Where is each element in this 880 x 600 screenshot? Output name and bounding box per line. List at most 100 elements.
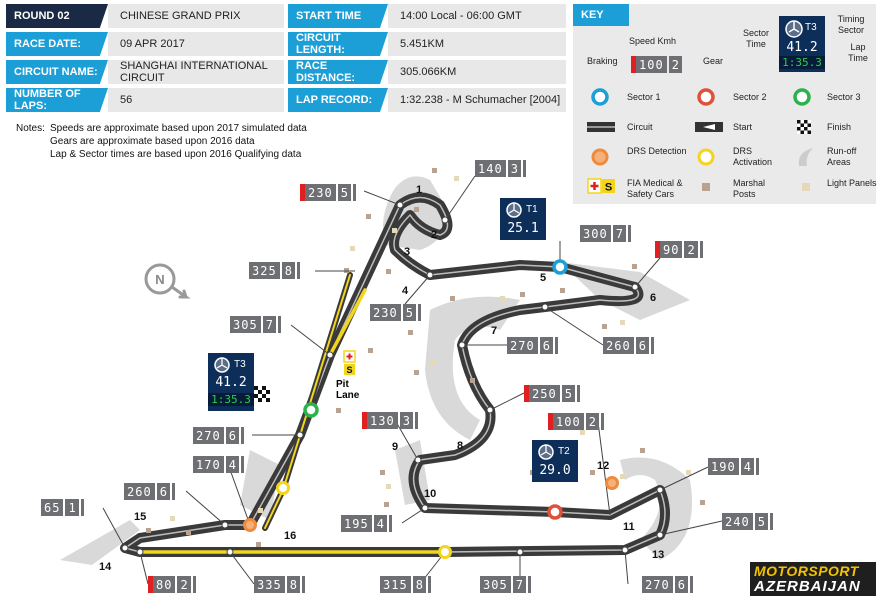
legend-sector-value: 41.2 xyxy=(786,40,818,55)
note-line: Gears are approximate based upon 2016 da… xyxy=(50,136,255,147)
speed-value: 130 xyxy=(367,412,398,429)
runoff-area xyxy=(425,296,520,440)
legend-sector3: Sector 3 xyxy=(827,92,861,102)
gear-value: 2 xyxy=(585,413,599,430)
speed-value: 270 xyxy=(193,427,224,444)
speed-value: 315 xyxy=(380,576,411,593)
safety-car-label: S xyxy=(346,365,352,375)
drs-detection-marker xyxy=(605,476,619,490)
speed-value: 190 xyxy=(708,458,739,475)
braking-bar xyxy=(631,56,636,73)
gear-value: 8 xyxy=(286,576,300,593)
circuit-name-label: CIRCUIT NAME: xyxy=(6,60,108,84)
laps-label: NUMBER OF LAPS: xyxy=(6,88,108,112)
runoff-icon xyxy=(798,148,813,166)
turn-number: 12 xyxy=(597,460,610,472)
stopwatch-icon xyxy=(506,202,522,218)
race-distance: 305.066KM xyxy=(388,60,566,84)
legend-timing-sector: Timing Sector xyxy=(837,14,865,35)
turn-number: 6 xyxy=(650,292,657,304)
legend-lap-time: Lap Time xyxy=(848,42,868,63)
gear-value: 5 xyxy=(561,385,575,402)
speed-value: 230 xyxy=(370,304,401,321)
gear-value: 8 xyxy=(281,262,295,279)
speed-value: 300 xyxy=(580,225,611,242)
gear-value: 4 xyxy=(373,515,387,532)
circuit-length-row: CIRCUIT LENGTH: 5.451KM xyxy=(288,32,566,56)
lap-record-row: LAP RECORD: 1:32.238 - M Schumacher [200… xyxy=(288,88,566,112)
runoff-area xyxy=(240,450,280,520)
legend-speed-box: 100 2 xyxy=(631,56,682,73)
runoff-area xyxy=(60,520,140,565)
fia-cars-marker: S xyxy=(343,350,356,375)
gear-value: 2 xyxy=(684,241,698,258)
finish-flag-icon xyxy=(797,120,811,134)
turn-number: 5 xyxy=(540,272,547,284)
legend-fia-cars: FIA Medical & Safety Cars xyxy=(627,178,683,199)
legend-gear-value: 2 xyxy=(668,56,682,73)
speed-value: 270 xyxy=(642,576,673,593)
race-date-row: RACE DATE: 09 APR 2017 xyxy=(6,32,284,56)
notes: Notes:Speeds are approximate based upon … xyxy=(16,122,307,161)
light-panels xyxy=(170,176,691,521)
legend-light-panels: Light Panels xyxy=(827,178,877,188)
notes-heading: Notes: xyxy=(16,123,45,134)
start-time: 14:00 Local - 06:00 GMT xyxy=(388,4,566,28)
race-date-label: RACE DATE: xyxy=(6,32,108,56)
gear-value: 4 xyxy=(740,458,754,475)
gear-value: 6 xyxy=(225,427,239,444)
gear-value: 6 xyxy=(674,576,688,593)
gear-value: 3 xyxy=(507,160,521,177)
speed-value: 250 xyxy=(529,385,560,402)
gear-value: 8 xyxy=(412,576,426,593)
sector-time: 29.0 xyxy=(539,463,571,478)
turn-number: 3 xyxy=(404,246,411,258)
speed-value: 325 xyxy=(249,262,280,279)
sector-time: 41.2 xyxy=(215,375,247,390)
gear-value: 4 xyxy=(225,456,239,473)
turn-number: 8 xyxy=(457,440,464,452)
legend-sector-name: T3 xyxy=(805,22,817,33)
drs-activation-icon xyxy=(697,148,715,166)
lap-record-label: LAP RECORD: xyxy=(288,88,388,112)
turn-number: 14 xyxy=(99,561,112,573)
turn-number: 11 xyxy=(623,521,635,533)
sector1-icon xyxy=(591,88,609,106)
gear-value: 7 xyxy=(262,316,276,333)
legend-speed-kmh: Speed Kmh xyxy=(629,36,677,46)
note-line: Lap & Sector times are based upon 2016 Q… xyxy=(50,149,302,160)
turn-number: 2 xyxy=(431,229,438,241)
track-centerline xyxy=(124,196,666,553)
brand-logo: MOTORSPORT AZERBAIJAN xyxy=(750,562,876,596)
stopwatch-icon xyxy=(214,357,230,373)
legend-runoff: Run-off Areas xyxy=(827,146,857,167)
legend-drs-activation: DRS Activation xyxy=(733,146,773,167)
speed-value: 260 xyxy=(603,337,634,354)
speed-value: 170 xyxy=(193,456,224,473)
gear-value: 1 xyxy=(65,499,79,516)
sector-box-t1: T1 25.1 xyxy=(500,198,546,240)
gear-value: 2 xyxy=(177,576,191,593)
legend-panel: KEY Speed Kmh Braking Gear 100 2 Sector … xyxy=(573,4,877,204)
gear-value: 5 xyxy=(402,304,416,321)
legend-speed-value: 100 xyxy=(636,56,667,73)
laps: 56 xyxy=(108,88,284,112)
speed-value: 240 xyxy=(722,513,753,530)
turn-number: 13 xyxy=(652,549,665,561)
turn-number: 15 xyxy=(134,511,147,523)
marshal-post-icon xyxy=(702,183,710,191)
round-row: ROUND 02 CHINESE GRAND PRIX xyxy=(6,4,284,28)
compass-north-icon: N xyxy=(144,263,191,299)
